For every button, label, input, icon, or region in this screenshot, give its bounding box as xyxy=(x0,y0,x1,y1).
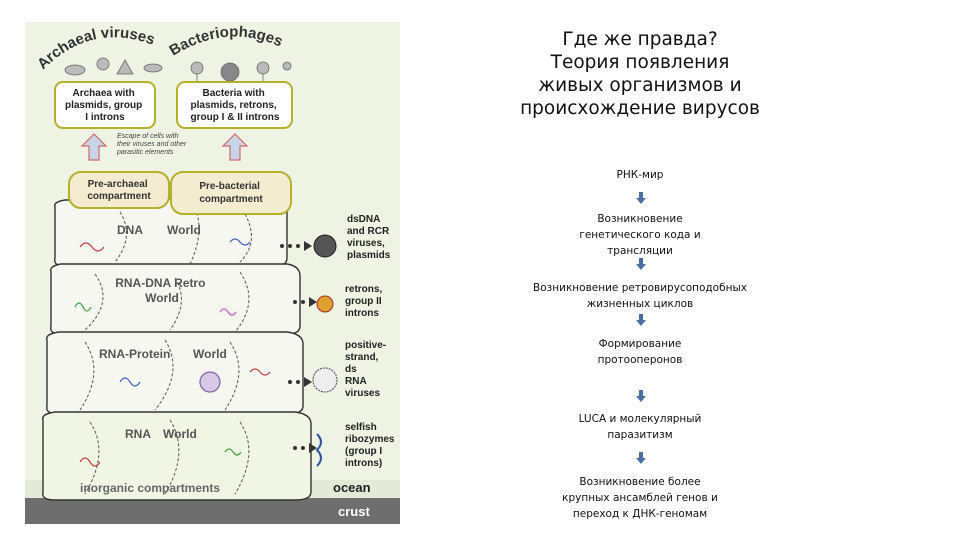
step-line: LUCA и молекулярный xyxy=(505,411,775,427)
step-line: трансляции xyxy=(505,243,775,259)
step-luca: LUCA и молекулярный паразитизм xyxy=(505,411,775,443)
title-line: живых организмов и xyxy=(505,74,775,97)
down-arrow-icon xyxy=(636,314,646,326)
step-line: генетического кода и xyxy=(505,227,775,243)
bacteria-box-text: Bacteria with plasmids, retrons, group I… xyxy=(191,88,280,123)
step-line: жизненных циклов xyxy=(505,296,775,312)
step-line: переход к ДНК-геномам xyxy=(505,506,775,522)
step-protooperons: Формирование протооперонов xyxy=(505,336,775,368)
step-line: РНК-мир xyxy=(505,167,775,183)
step-retrovirus-cycles: Возникновение ретровирусоподобных жизнен… xyxy=(505,280,775,312)
slide-text-panel: Где же правда? Теория появления живых ор… xyxy=(505,28,775,120)
step-line: протооперонов xyxy=(505,352,775,368)
step-line: крупных ансамблей генов и xyxy=(505,490,775,506)
dna-side-label: dsDNA and RCR viruses, plasmids xyxy=(347,214,392,261)
ocean-label: ocean xyxy=(333,480,371,495)
step-rna-world: РНК-мир xyxy=(505,167,775,183)
escape-note: Escape of cells with their viruses and o… xyxy=(116,133,188,156)
down-arrow-icon xyxy=(636,192,646,204)
title-line: Теория появления xyxy=(505,51,775,74)
archaeal-viruses-label: Archaeal viruses xyxy=(34,24,157,72)
virus-icons-right xyxy=(313,235,337,466)
early-evolution-figure: Archaeal viruses Bacteriophages Archaea … xyxy=(25,22,400,524)
up-arrow-left xyxy=(82,134,106,160)
down-arrow-icon xyxy=(636,390,646,402)
down-arrow-icon xyxy=(636,452,646,464)
retro-side-label: retrons, group II introns xyxy=(345,284,385,319)
pre-archaeal-text: Pre-archaeal compartment xyxy=(87,179,151,202)
slide-title: Где же правда? Теория появления живых ор… xyxy=(505,28,775,120)
figure-canvas: Archaeal viruses Bacteriophages Archaea … xyxy=(25,22,400,524)
down-arrow-icon xyxy=(636,258,646,270)
step-line: Возникновение более xyxy=(505,474,775,490)
step-line: Формирование xyxy=(505,336,775,352)
title-line: происхождение вирусов xyxy=(505,97,775,120)
step-genetic-code: Возникновение генетического кода и транс… xyxy=(505,211,775,259)
rna-side-label: selfish ribozymes (group I introns) xyxy=(345,422,397,469)
pre-bacterial-compartment xyxy=(171,172,291,214)
pre-archaeal-compartment xyxy=(69,172,169,208)
bacteriophages-label: Bacteriophages xyxy=(167,23,286,59)
rna-protein-world-label: RNA-Protein World xyxy=(99,347,227,361)
crust-label: crust xyxy=(338,504,370,519)
inorganic-compartments-label: inorganic compartments xyxy=(80,481,220,495)
title-line: Где же правда? xyxy=(505,28,775,51)
up-arrow-right xyxy=(223,134,247,160)
step-line: паразитизм xyxy=(505,427,775,443)
virus-sketches-top xyxy=(65,58,291,84)
step-line: Возникновение ретровирусоподобных xyxy=(505,280,775,296)
step-dna-genomes: Возникновение более крупных ансамблей ге… xyxy=(505,474,775,522)
rna-protein-side-label: positive- strand, ds RNA viruses xyxy=(345,340,389,399)
step-line: Возникновение xyxy=(505,211,775,227)
